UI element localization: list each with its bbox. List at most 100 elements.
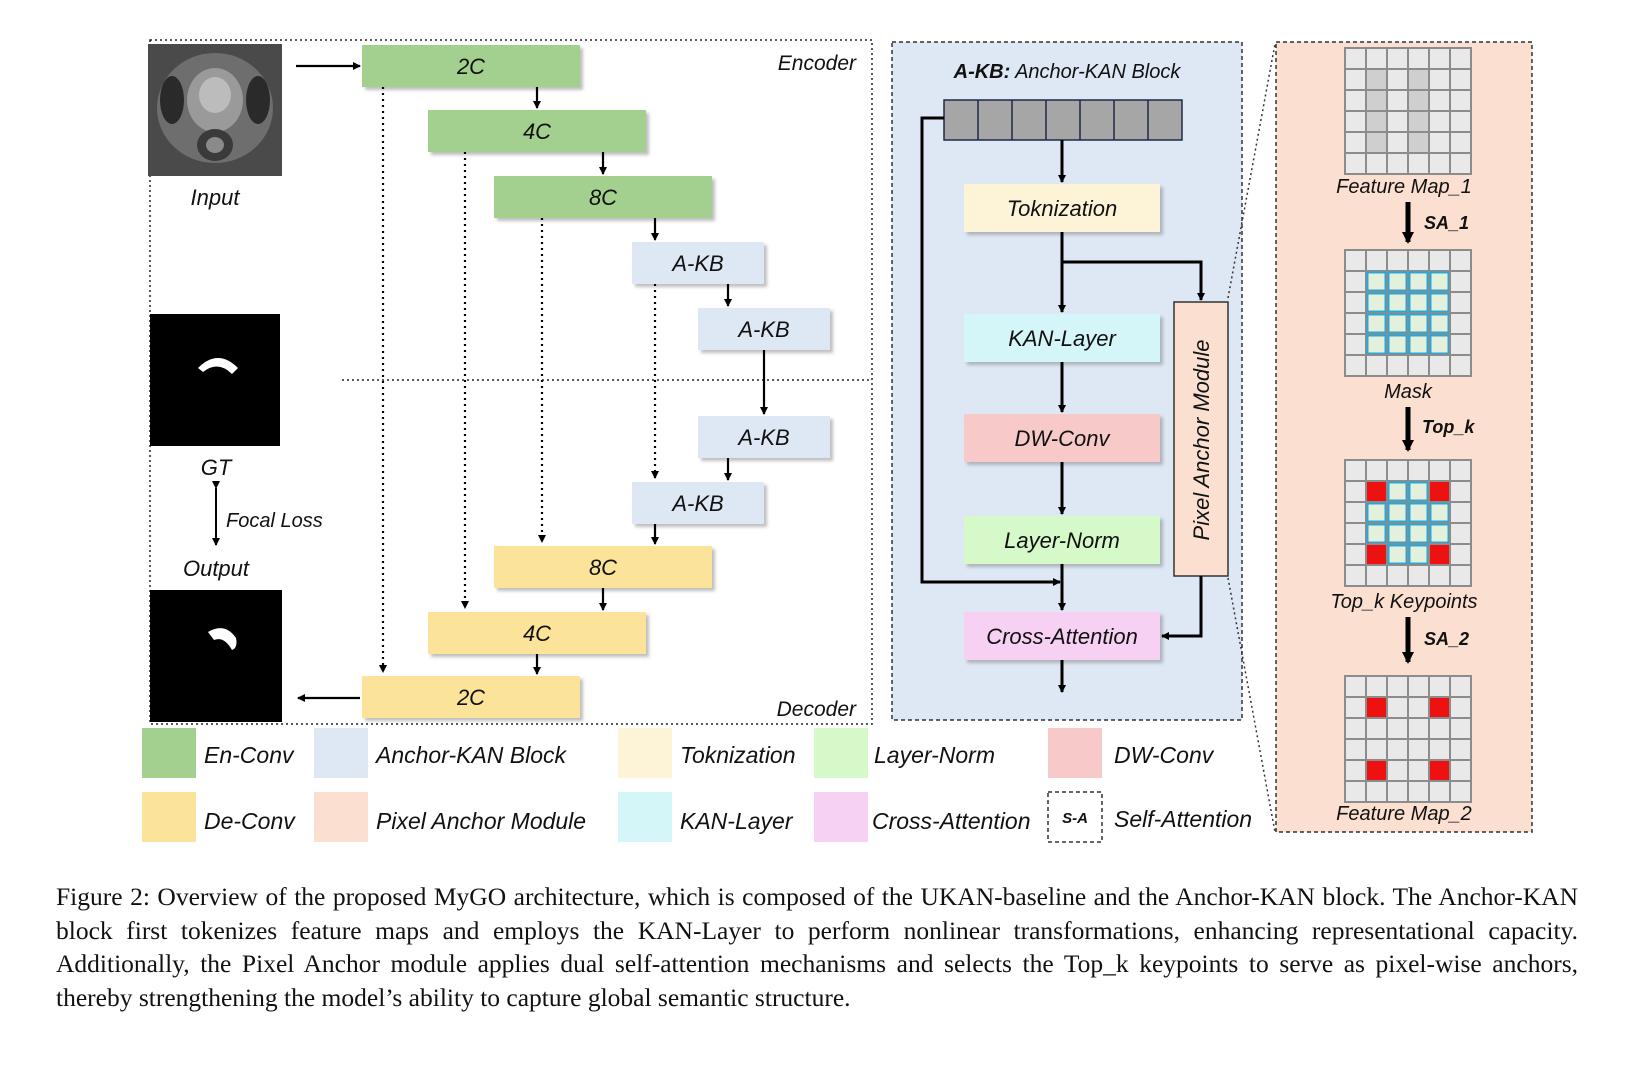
decoder-blocks: A-KB A-KB 8C 4C 2C [362, 416, 830, 718]
grid-cell [1365, 564, 1388, 587]
pam-connectors [1227, 43, 1276, 833]
grid-cell [1386, 738, 1409, 761]
grid-cell [1365, 696, 1388, 719]
grid-cell [1386, 480, 1409, 503]
legend-swatch-layer-norm [814, 728, 868, 778]
grid-cell [1428, 152, 1451, 175]
grid-cell [1365, 780, 1388, 803]
input-image [148, 44, 282, 176]
decoder-akb-1-label: A-KB [670, 491, 723, 516]
grid-cell [1407, 47, 1430, 70]
grid-cell [1407, 759, 1430, 782]
grid-cell [1407, 110, 1430, 133]
decoder-block-2c [362, 676, 580, 718]
legend-swatch-cross-attention [814, 792, 868, 842]
encoder-block-4c [428, 110, 646, 152]
encoder-akb-1 [632, 242, 764, 284]
decoder-title: Decoder [777, 698, 857, 721]
grid-cell [1365, 89, 1388, 112]
grid-cell [1407, 675, 1430, 698]
grid-cell [1386, 780, 1409, 803]
grid-cell [1365, 152, 1388, 175]
grid-cell [1428, 543, 1451, 566]
grid-cell [1386, 333, 1409, 356]
decoder-block-8c [494, 546, 712, 588]
legend-kan-layer: KAN-Layer [680, 808, 794, 834]
grid-cell [1407, 270, 1430, 293]
grid-cell [1449, 717, 1472, 740]
legend-self-attention: Self-Attention [1114, 806, 1252, 832]
tokenization-block [964, 184, 1160, 232]
grid-cell [1365, 110, 1388, 133]
grid-cell [1449, 459, 1472, 482]
grid-cell [1428, 131, 1451, 154]
sa1-label: SA_1 [1424, 213, 1469, 233]
grid-cell [1386, 717, 1409, 740]
tokenization-label: Toknization [1007, 196, 1117, 221]
grid-cell [1407, 780, 1430, 803]
feature-map-2-label: Feature Map_2 [1336, 803, 1472, 825]
grid-cell [1428, 47, 1451, 70]
mask-cell-outline [1408, 502, 1429, 523]
mask-cell-outline [1408, 334, 1429, 355]
feature-map-2-grid [1344, 675, 1472, 803]
mask-cell-outline [1429, 523, 1450, 544]
grid-cell [1344, 738, 1367, 761]
flow-arrows [296, 62, 768, 702]
grid-cell [1407, 152, 1430, 175]
grid-cell [1344, 68, 1367, 91]
focal-loss-label: Focal Loss [226, 510, 323, 532]
mask-cell-outline [1387, 544, 1408, 565]
grid-cell [1344, 333, 1367, 356]
grid-cell [1449, 312, 1472, 335]
grid-cell [1449, 696, 1472, 719]
grid-cell [1428, 459, 1451, 482]
cross-attention-block [964, 612, 1160, 660]
mask-cell-outline [1366, 271, 1387, 292]
legend-toknization: Toknization [680, 742, 796, 768]
grid-cell [1386, 675, 1409, 698]
grid-cell [1407, 522, 1430, 545]
grid-cell [1386, 131, 1409, 154]
grid-cell [1344, 696, 1367, 719]
grid-cell [1449, 333, 1472, 356]
grid-cell [1407, 249, 1430, 272]
mask-cell-outline [1366, 502, 1387, 523]
grid-cell [1344, 717, 1367, 740]
grid-cell [1428, 249, 1451, 272]
grid-cell [1428, 717, 1451, 740]
input-label: Input [191, 185, 241, 210]
grid-cell [1449, 110, 1472, 133]
grid-cell [1344, 354, 1367, 377]
grid-cell [1386, 89, 1409, 112]
legend-cross-attention: Cross-Attention [872, 808, 1031, 834]
legend: En-Conv De-Conv Anchor-KAN Block Pixel A… [142, 728, 1252, 843]
grid-cell [1449, 270, 1472, 293]
grid-cell [1386, 110, 1409, 133]
decoder-block-8c-label: 8C [589, 555, 617, 580]
grid-cell [1407, 696, 1430, 719]
feature-map-1-grid [1344, 47, 1472, 175]
grid-cell [1344, 459, 1367, 482]
grid-cell [1407, 333, 1430, 356]
skip-connections [379, 87, 659, 673]
grid-cell [1407, 459, 1430, 482]
grid-cell [1428, 68, 1451, 91]
grid-cell [1428, 291, 1451, 314]
grid-cell [1449, 675, 1472, 698]
grid-cell [1407, 564, 1430, 587]
grid-cell [1365, 47, 1388, 70]
grid-cell [1344, 564, 1367, 587]
decoder-akb-1 [632, 482, 764, 524]
grid-cell [1407, 291, 1430, 314]
grid-cell [1386, 522, 1409, 545]
grid-cell [1386, 564, 1409, 587]
grid-cell [1344, 131, 1367, 154]
grid-cell [1407, 68, 1430, 91]
grid-cell [1449, 291, 1472, 314]
grid-cell [1365, 459, 1388, 482]
grid-cell [1428, 89, 1451, 112]
grid-cell [1428, 696, 1451, 719]
legend-swatch-kan-layer [618, 792, 672, 842]
grid-cell [1428, 110, 1451, 133]
